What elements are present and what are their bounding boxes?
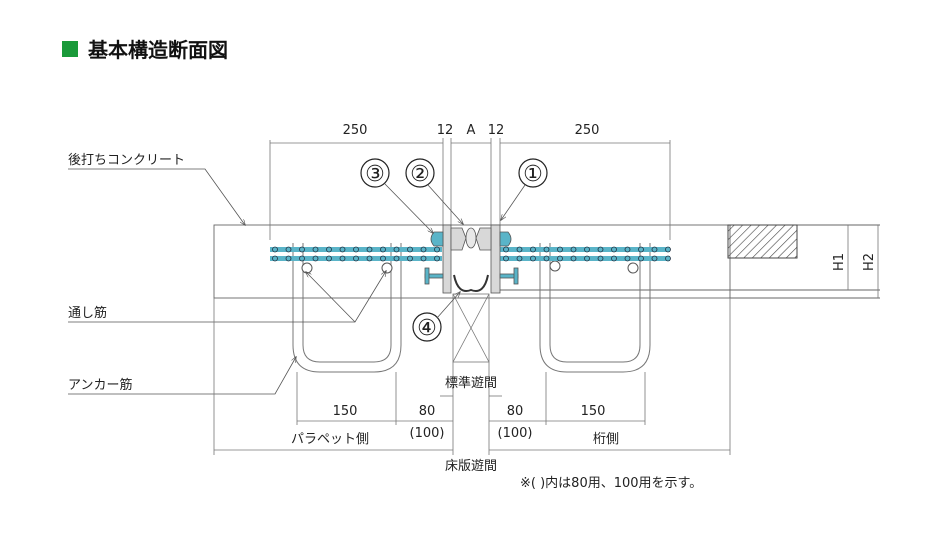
dim-right-250: 250: [575, 123, 600, 138]
callout-3: ③: [365, 162, 385, 187]
concrete-slab: [213, 224, 880, 299]
rebar-stud: [285, 246, 292, 253]
rebar-stud: [597, 246, 604, 253]
rebar-stud: [503, 255, 509, 262]
rebar-stud: [339, 246, 346, 253]
rebar-stud: [516, 246, 523, 253]
leader-lines: [68, 168, 526, 395]
rebar-stud: [326, 246, 332, 253]
rebar-stud: [503, 246, 509, 253]
rebar-stud: [312, 246, 319, 253]
note: ※( )内は80用、100用を示す。: [520, 475, 702, 491]
label-parapet-side: パラペット側: [291, 432, 369, 447]
rebar-stud: [584, 255, 590, 262]
dim-left-250: 250: [343, 123, 368, 138]
rebar-stud: [516, 255, 523, 262]
rebar-stud: [299, 255, 305, 262]
rebar-stud: [407, 255, 413, 262]
rebar-stud: [380, 255, 386, 262]
dim-right-12: 12: [488, 123, 505, 138]
rebar-stud: [530, 255, 536, 262]
top-dimensions: [269, 138, 671, 240]
dim-left-80: 80: [419, 404, 436, 419]
page-title: 基本構造断面図: [88, 38, 228, 62]
rebar-stud: [557, 255, 563, 262]
rebar-stud: [434, 255, 440, 262]
dim-gap-a: A: [467, 123, 476, 138]
bottom-dimensions: [213, 225, 879, 455]
rebar-stud: [665, 246, 671, 253]
rebar-stud: [584, 246, 590, 253]
callout-1: ①: [523, 162, 543, 187]
dim-right-80: 80: [507, 404, 524, 419]
rebar-studs: [272, 246, 671, 262]
rebar-stud: [570, 255, 577, 262]
rebar-stud: [353, 246, 359, 253]
rebar-stud: [312, 255, 319, 262]
rebar-stud: [326, 255, 332, 262]
rebar-stud: [393, 246, 400, 253]
label-anchor-bar: アンカー筋: [68, 377, 132, 393]
rebar-stud: [597, 255, 604, 262]
rebar-stud: [420, 255, 427, 262]
dim-left-100: (100): [410, 426, 445, 441]
rebar-stud: [299, 246, 305, 253]
anchor-bars: [292, 243, 651, 373]
rebar-stud: [434, 246, 440, 253]
label-standard-gap: 標準遊間: [445, 375, 497, 391]
rebar-stud: [530, 246, 536, 253]
rebar-stud: [557, 246, 563, 253]
hatched-block: [727, 224, 798, 259]
dim-right-100: (100): [498, 426, 533, 441]
label-post-concrete: 後打ちコンクリート: [68, 153, 185, 168]
label-girder-side: 桁側: [593, 432, 619, 447]
rebar-stud: [366, 255, 373, 262]
through-bars: [301, 260, 639, 274]
rebar-stud: [651, 255, 658, 262]
rebar-stud: [638, 246, 644, 253]
rebar-stud: [407, 246, 413, 253]
rebar-stud: [638, 255, 644, 262]
rebar-stud: [624, 246, 631, 253]
label-h2: H2: [862, 253, 877, 271]
rebar-stud: [624, 255, 631, 262]
rebar-stud: [272, 255, 278, 262]
rebar-stud: [285, 255, 292, 262]
dim-left-150: 150: [333, 404, 358, 419]
label-h1: H1: [832, 253, 847, 271]
callout-2: ②: [410, 162, 430, 187]
title-marker: [62, 41, 78, 57]
rebar-stud: [651, 246, 658, 253]
label-through-bar: 通し筋: [68, 305, 107, 321]
gap-filler: [452, 293, 490, 363]
rebar-stud: [393, 255, 400, 262]
rebar-stud: [366, 246, 373, 253]
rebar-stud: [611, 246, 617, 253]
rebar-stud: [611, 255, 617, 262]
label-slab-gap: 床版遊間: [445, 459, 497, 474]
rebar-stud: [543, 246, 550, 253]
dim-left-12: 12: [437, 123, 454, 138]
callout-4: ④: [417, 316, 437, 341]
joint-device: [424, 224, 519, 294]
rebar-stud: [543, 255, 550, 262]
rebar-stud: [665, 255, 671, 262]
rebar-stud: [339, 255, 346, 262]
rebar-stud: [380, 246, 386, 253]
rebar-stud: [420, 246, 427, 253]
callout-circles: [360, 158, 548, 342]
rebar-stud: [272, 246, 278, 253]
rebar-stud: [353, 255, 359, 262]
rebar-stud: [570, 246, 577, 253]
dim-right-150: 150: [581, 404, 606, 419]
